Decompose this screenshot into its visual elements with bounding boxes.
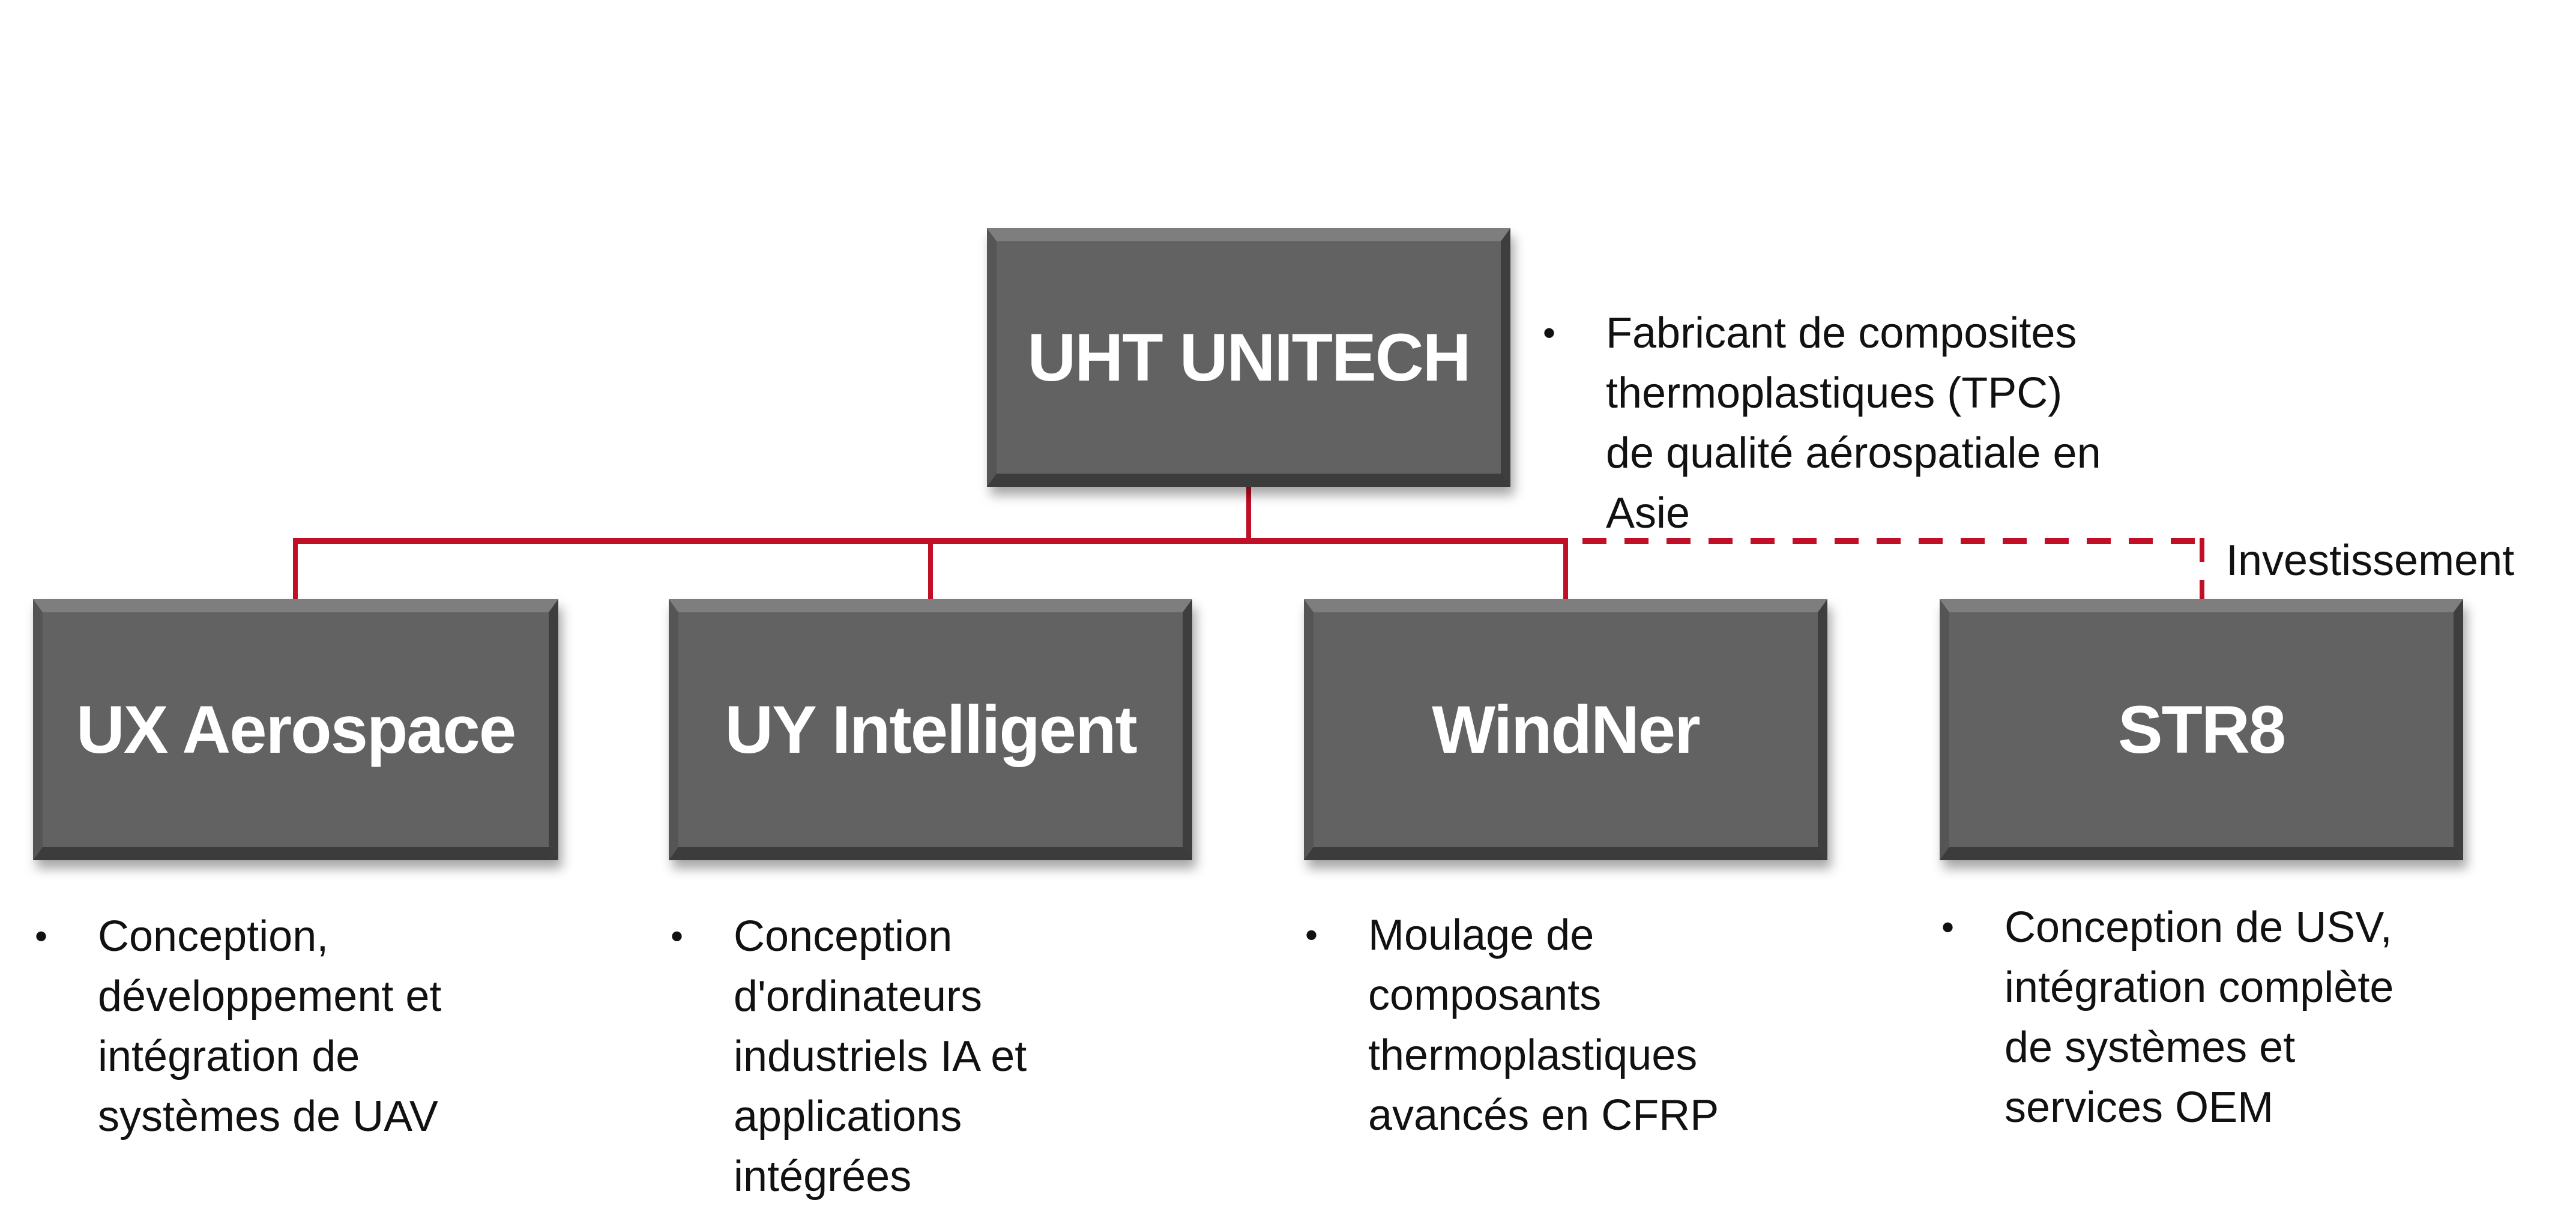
description-line: Conception	[734, 912, 953, 960]
str8-description: Conception de USV, intégration complète …	[1941, 897, 2394, 1138]
connector-investment-dashed-vertical	[2200, 538, 2204, 599]
description-line: thermoplastiques	[1368, 1031, 1698, 1079]
root-description-bullet: Fabricant de composites thermoplastiques…	[1543, 303, 2101, 543]
org-box-label: STR8	[2117, 692, 2286, 767]
description-bullet: Conception d'ordinateurs industriels IA …	[671, 906, 1027, 1207]
description-bullet: Moulage de composants thermoplastiques a…	[1305, 905, 1719, 1145]
description-line: développement et	[98, 972, 442, 1020]
description-line: Moulage de	[1368, 911, 1594, 959]
org-box-str8[interactable]: STR8	[1940, 599, 2463, 860]
description-line: de qualité aérospatiale en	[1606, 429, 2101, 477]
ux-aerospace-description: Conception, développement et intégration…	[35, 906, 441, 1147]
description-line: de systèmes et	[2004, 1023, 2296, 1072]
description-bullet: Conception, développement et intégration…	[35, 906, 441, 1147]
connector-uy-intelligent	[928, 538, 933, 599]
org-box-ux-aerospace[interactable]: UX Aerospace	[33, 599, 558, 860]
org-box-windner[interactable]: WindNer	[1304, 599, 1827, 860]
root-description: Fabricant de composites thermoplastiques…	[1543, 303, 2101, 543]
description-line: composants	[1368, 971, 1602, 1019]
description-line: intégration complète	[2004, 963, 2394, 1011]
description-line: systèmes de UAV	[98, 1093, 438, 1141]
connector-windner	[1563, 538, 1568, 599]
description-line: Asie	[1606, 489, 1691, 537]
connector-root-down	[1246, 487, 1251, 544]
description-line: avancés en CFRP	[1368, 1091, 1719, 1139]
org-box-uy-intelligent[interactable]: UY Intelligent	[669, 599, 1192, 860]
connector-ux-aerospace	[293, 538, 298, 599]
description-line: thermoplastiques (TPC)	[1606, 369, 2063, 417]
uy-intelligent-description: Conception d'ordinateurs industriels IA …	[671, 906, 1027, 1207]
description-line: d'ordinateurs	[734, 972, 982, 1020]
description-line: services OEM	[2004, 1084, 2274, 1132]
description-line: intégration de	[98, 1033, 360, 1081]
description-line: applications	[734, 1093, 962, 1141]
description-line: Fabricant de composites	[1606, 309, 2077, 357]
description-line: intégrées	[734, 1153, 912, 1201]
investment-label: Investissement	[2226, 537, 2515, 585]
description-line: industriels IA et	[734, 1033, 1027, 1081]
org-box-label: UY Intelligent	[725, 692, 1138, 767]
description-bullet: Conception de USV, intégration complète …	[1941, 897, 2394, 1138]
org-box-root[interactable]: UHT UNITECH	[987, 228, 1510, 487]
org-box-root-label: UHT UNITECH	[1027, 320, 1471, 395]
org-box-label: UX Aerospace	[76, 692, 516, 767]
description-line: Conception de USV,	[2004, 903, 2392, 951]
description-line: Conception,	[98, 912, 329, 960]
windner-description: Moulage de composants thermoplastiques a…	[1305, 905, 1719, 1145]
org-box-label: WindNer	[1432, 692, 1700, 767]
